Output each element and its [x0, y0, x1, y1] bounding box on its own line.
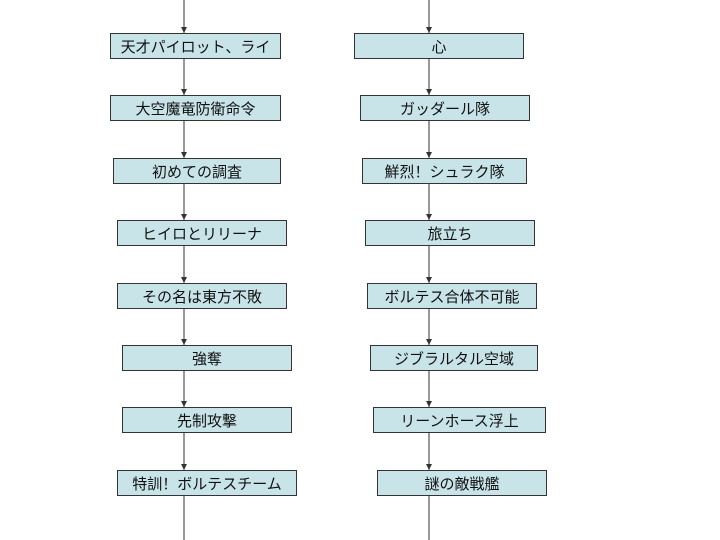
- arrowhead-icon: [426, 27, 432, 33]
- arrowhead-icon: [426, 89, 432, 95]
- flow-node: 強奪: [122, 345, 292, 371]
- arrowhead-icon: [181, 339, 187, 345]
- flow-node: ガッダール隊: [360, 95, 530, 121]
- arrowhead-icon: [181, 152, 187, 158]
- arrowhead-icon: [181, 89, 187, 95]
- flow-node: 特訓！ボルテスチーム: [117, 470, 297, 496]
- flow-node: 鮮烈！シュラク隊: [362, 158, 527, 184]
- arrowhead-icon: [426, 214, 432, 220]
- flow-node: ジブラルタル空域: [370, 345, 538, 371]
- arrowhead-icon: [426, 401, 432, 407]
- arrowhead-icon: [181, 27, 187, 33]
- arrowhead-icon: [181, 277, 187, 283]
- flow-node: 先制攻撃: [122, 407, 292, 433]
- flow-node: 天才パイロット、ライ: [110, 33, 281, 59]
- arrowhead-icon: [181, 464, 187, 470]
- flow-node: ヒイロとリリーナ: [117, 220, 287, 246]
- arrowhead-icon: [181, 214, 187, 220]
- flow-node: 大空魔竜防衛命令: [110, 95, 281, 121]
- flow-node: 謎の敵戦艦: [377, 470, 547, 496]
- flow-node: その名は東方不敗: [117, 283, 287, 309]
- arrowhead-icon: [426, 152, 432, 158]
- flow-node: リーンホース浮上: [373, 407, 546, 433]
- arrowhead-icon: [426, 464, 432, 470]
- flow-node: ボルテス合体不可能: [367, 283, 537, 309]
- flow-node: 旅立ち: [365, 220, 535, 246]
- flow-node: 心: [354, 33, 524, 59]
- arrowhead-icon: [426, 277, 432, 283]
- arrowhead-icon: [426, 339, 432, 345]
- arrowhead-icon: [181, 401, 187, 407]
- flow-node: 初めての調査: [113, 158, 281, 184]
